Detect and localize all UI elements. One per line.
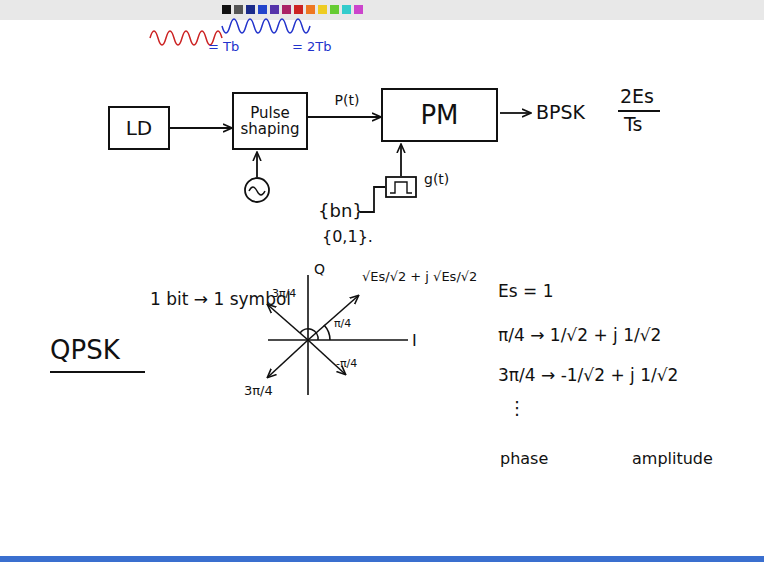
process-box: Pulse shaping — [232, 92, 308, 150]
constellation — [268, 275, 408, 395]
toolbar-colors — [222, 5, 363, 14]
note-label: g(t) — [424, 172, 449, 187]
pm-output — [500, 112, 530, 114]
note-label: √Es/√2 + j √Es/√2 — [362, 270, 477, 284]
pulse-to-pm — [400, 145, 402, 176]
waveform-blue — [222, 19, 310, 33]
note-label: = Tb — [208, 40, 239, 54]
note-label: {0,1}. — [322, 228, 373, 246]
note-label: I — [412, 332, 417, 350]
note-label: 3π/4 → -1/√2 + j 1/√2 — [498, 366, 678, 385]
note-label: π/4 — [334, 318, 351, 330]
oscillator-wave — [249, 187, 265, 195]
connector-arrow — [308, 116, 380, 118]
note-label: amplitude — [632, 450, 713, 468]
oscillator-line — [256, 153, 258, 177]
note-label: Ts — [624, 114, 642, 135]
process-box: LD — [108, 106, 170, 150]
box-text: PM — [420, 101, 458, 130]
note-label: QPSK — [50, 336, 120, 365]
note-label: ⋮ — [508, 398, 526, 418]
note-label: Q — [314, 262, 325, 277]
note-label: π/4 → 1/√2 + j 1/√2 — [498, 326, 661, 345]
process-box: PM — [381, 88, 498, 142]
note-label: 3π/4 — [244, 384, 273, 398]
scrollbar — [0, 556, 764, 562]
pulse-shape — [390, 182, 412, 193]
box-text: Pulse shaping — [240, 105, 300, 138]
underline — [50, 371, 145, 373]
note-label: Es = 1 — [498, 282, 553, 301]
fraction-bar — [618, 110, 660, 112]
note-label: {bn} — [318, 201, 364, 221]
note-label: = 2Tb — [292, 40, 332, 54]
connector-arrow — [170, 127, 231, 129]
note-label: BPSK — [536, 102, 585, 123]
pulse-box — [386, 177, 416, 197]
note-label: phase — [500, 450, 548, 468]
note-label: 2Es — [620, 86, 654, 107]
edge-label: P(t) — [335, 93, 360, 108]
toolbar — [0, 0, 764, 20]
oscillator-symbol — [245, 178, 269, 202]
box-text: LD — [126, 117, 153, 139]
note-label: 1 bit → 1 symbol — [150, 290, 291, 309]
note-label: 3π/4 — [272, 288, 296, 300]
note-label: -π/4 — [336, 358, 357, 370]
bits-wire — [360, 187, 385, 212]
